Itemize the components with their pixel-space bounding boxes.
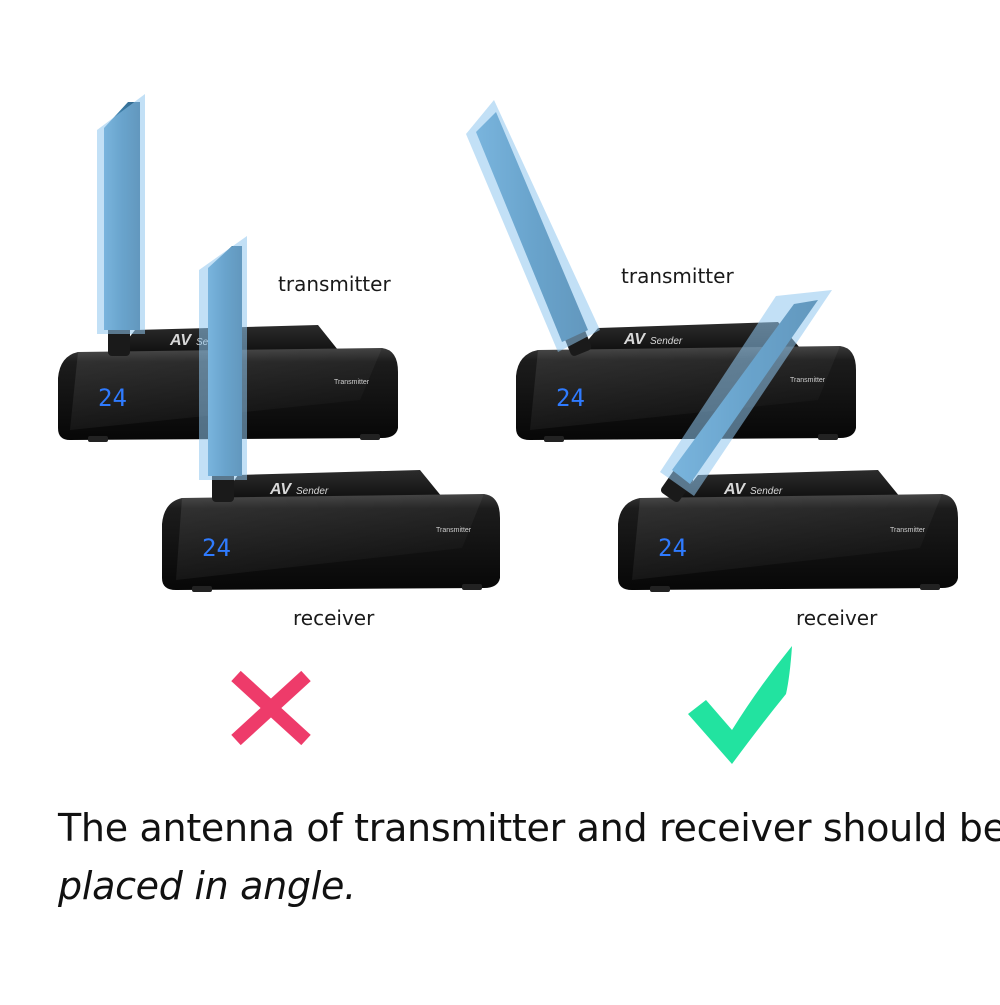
right-transmitter-label: transmitter: [621, 264, 734, 288]
svg-text:Sender: Sender: [650, 336, 683, 347]
brand-logo: AV: [169, 332, 192, 349]
right-transmitter-antenna: [466, 100, 600, 356]
svg-text:Sender: Sender: [750, 486, 783, 497]
svg-text:Transmitter: Transmitter: [890, 527, 926, 534]
svg-text:24: 24: [556, 384, 585, 412]
left-transmitter-label: transmitter: [278, 272, 391, 296]
svg-text:Transmitter: Transmitter: [790, 377, 826, 384]
left-receiver-device: AV Sender Transmitter 24: [162, 470, 500, 592]
svg-text:AV: AV: [269, 481, 292, 498]
check-icon: [688, 646, 792, 764]
left-receiver-antenna: [199, 236, 247, 502]
display-readout: 24: [98, 384, 127, 412]
svg-text:Sender: Sender: [296, 486, 329, 497]
svg-text:AV: AV: [723, 481, 746, 498]
svg-text:AV: AV: [623, 331, 646, 348]
left-transmitter-antenna: [97, 94, 145, 356]
right-receiver-device: AV Sender Transmitter 24: [618, 470, 958, 592]
svg-text:Transmitter: Transmitter: [436, 527, 472, 534]
cross-icon: [231, 670, 311, 746]
svg-text:24: 24: [202, 534, 231, 562]
right-receiver-antenna: [660, 290, 832, 503]
caption-line-1: The antenna of transmitter and receiver …: [58, 806, 1000, 850]
left-receiver-label: receiver: [293, 606, 375, 630]
caption-line-2: placed in angle.: [58, 864, 356, 908]
svg-text:24: 24: [658, 534, 687, 562]
right-receiver-label: receiver: [796, 606, 878, 630]
panel-text: Transmitter: [334, 379, 370, 386]
